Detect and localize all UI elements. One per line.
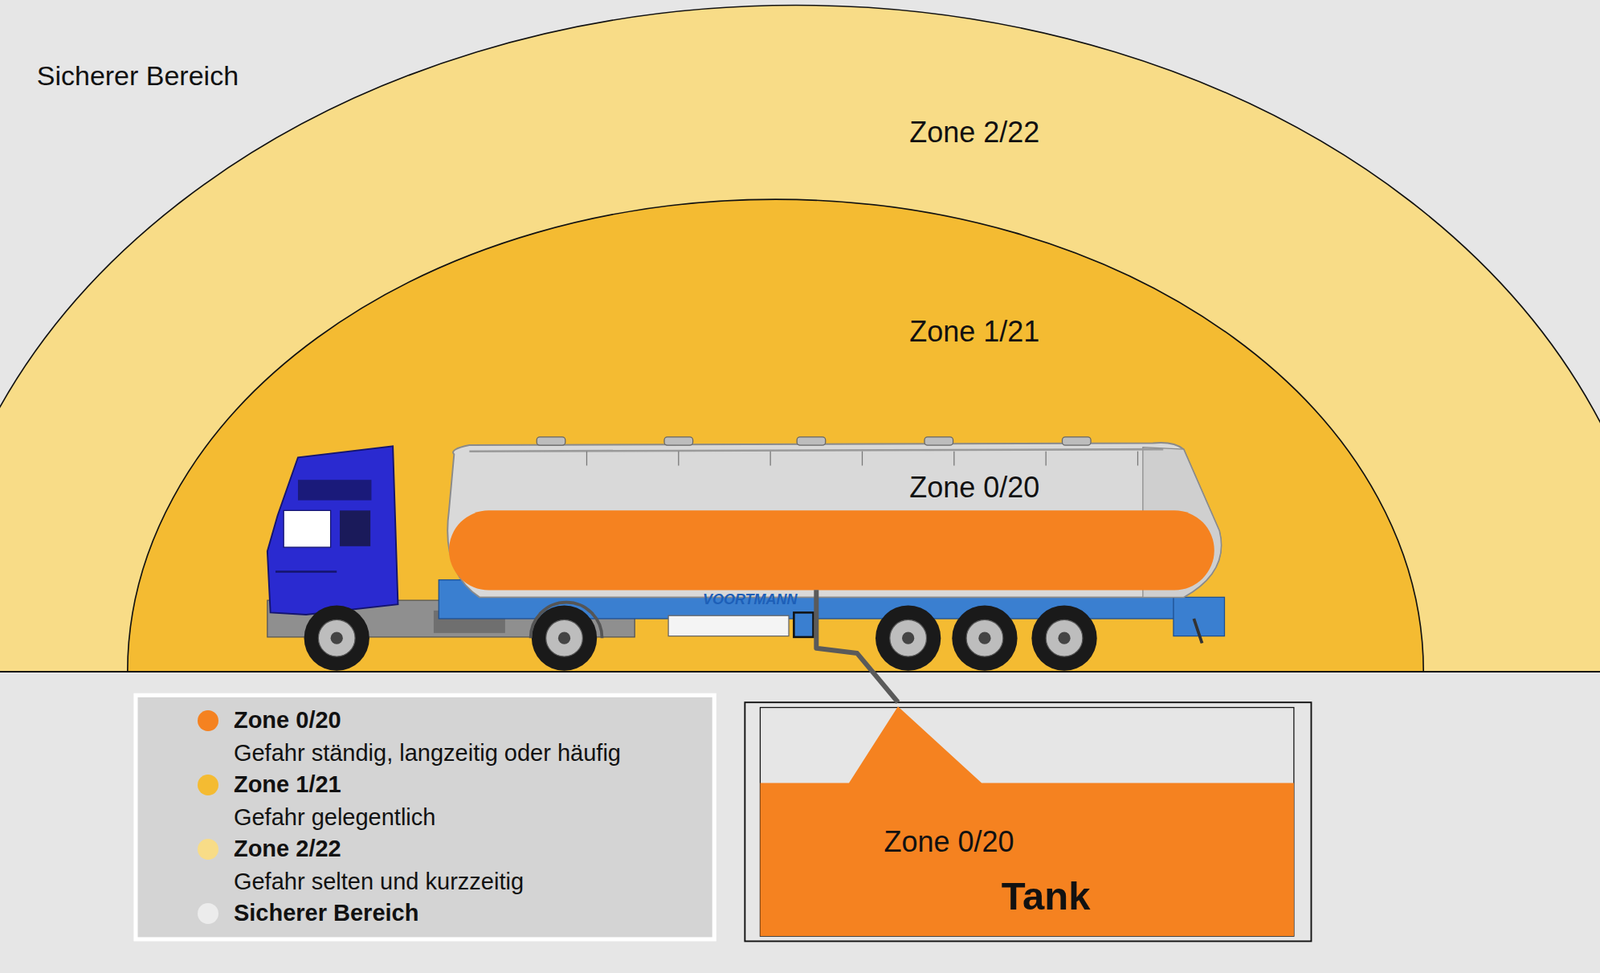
zone-label: Zone 0/20 <box>883 824 1014 858</box>
tanker-truck <box>267 436 1225 671</box>
hose-connector <box>816 589 898 703</box>
zone-band: Zone 0/20 <box>448 464 1215 590</box>
legend-label: Zone 2/22 <box>233 835 342 862</box>
legend-swatch <box>197 838 219 860</box>
legend-swatch <box>197 710 219 731</box>
area-label: Sicherer Bereich <box>36 61 239 93</box>
zone-label: Zone 0/20 <box>909 471 1040 505</box>
zone-label: Zone 2/22 <box>909 115 1040 149</box>
legend-label: Zone 1/21 <box>233 771 342 798</box>
tank-label: Tank <box>1001 873 1091 919</box>
legend-swatch <box>197 902 219 924</box>
brand-label: VOORTMANN <box>702 590 798 608</box>
tank-box: Zone 0/20Tank <box>744 702 1311 941</box>
legend-description: Gefahr ständig, langzeitig oder häufig <box>233 739 621 767</box>
legend-description: Gefahr selten und kurzzeitig <box>233 868 524 895</box>
legend-label: Zone 0/20 <box>233 706 342 734</box>
zone-band: Zone 0/20 Zone 1/21 Zone 2/22 <box>0 4 1600 672</box>
legend-description: Gefahr gelegentlich <box>233 804 437 831</box>
underground-tank <box>744 702 1311 941</box>
legend-swatch <box>197 774 219 796</box>
zone-label: Zone 1/21 <box>909 314 1040 348</box>
legend-panel <box>135 694 715 939</box>
legend-label: Sicherer Bereich <box>233 899 420 927</box>
